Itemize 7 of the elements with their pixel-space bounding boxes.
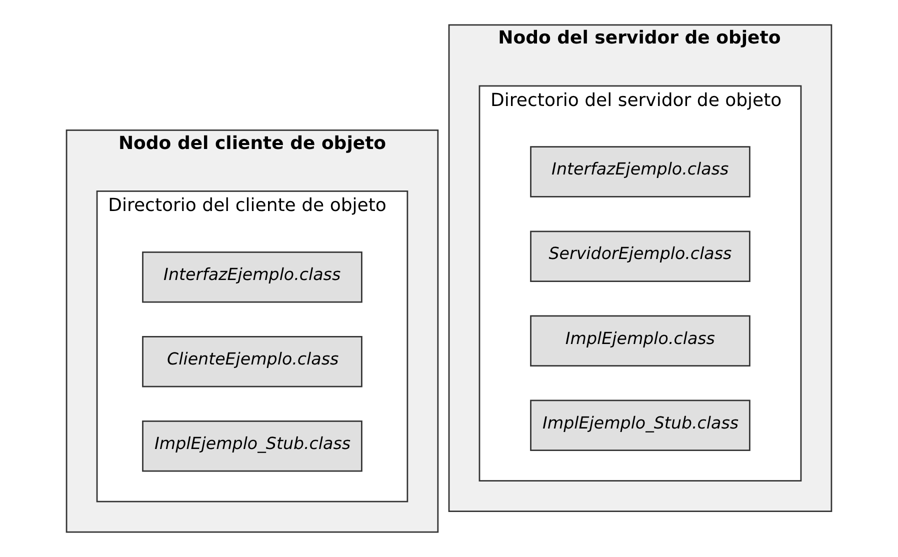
node-box: ClienteEjemplo.class xyxy=(142,336,362,388)
node-box: ImplEjemplo_Stub.class xyxy=(530,400,750,452)
node-box: ImplEjemplo_Stub.class xyxy=(142,420,362,472)
node-box: InterfazEjemplo.class xyxy=(530,146,750,198)
node-box: InterfazEjemplo.class xyxy=(142,251,362,303)
node-box: ImplEjemplo.class xyxy=(530,315,750,366)
node-box: ServidorEjemplo.class xyxy=(530,230,750,282)
